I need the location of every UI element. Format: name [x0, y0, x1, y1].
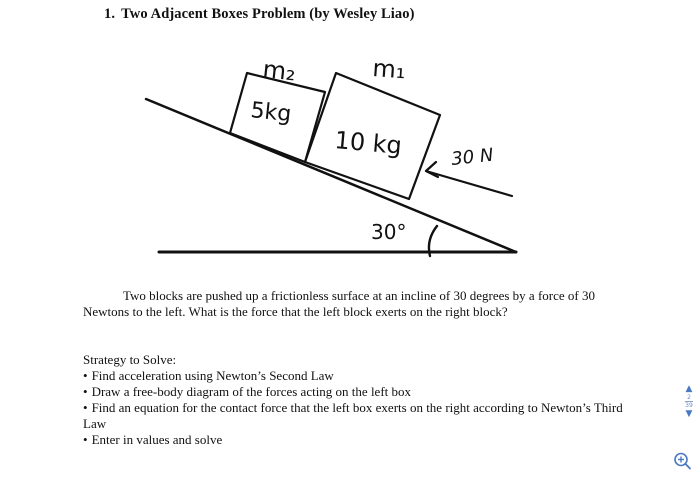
incline-diagram: m₂ m₁ 5kg 10 kg 30 N 30°	[144, 54, 518, 258]
total-pages: 39	[685, 402, 693, 409]
page-down-icon[interactable]: ▼	[685, 409, 693, 419]
bullet: •	[83, 400, 88, 415]
angle-label: 30°	[371, 220, 406, 244]
strategy-heading: Strategy to Solve:	[83, 352, 177, 367]
problem-title-text: Two Adjacent Boxes Problem (by Wesley Li…	[121, 6, 415, 22]
mass-right-label: 10 kg	[333, 126, 402, 160]
bullet: •	[83, 432, 88, 447]
strategy-step: •Enter in values and solve	[83, 432, 223, 447]
label-m1: m₁	[372, 54, 407, 84]
box-right	[303, 71, 442, 201]
strategy-list: •Find acceleration using Newton’s Second…	[83, 368, 623, 448]
problem-statement: Two blocks are pushed up a frictionless …	[83, 288, 595, 319]
box-left	[228, 71, 327, 164]
angle-arc	[427, 224, 439, 258]
current-page: 2	[687, 394, 691, 401]
zoom-in-button[interactable]	[672, 451, 694, 471]
force-arrow-line	[424, 169, 514, 198]
problem-number: 1.	[104, 6, 116, 22]
strategy-step: •Draw a free-body diagram of the forces …	[83, 384, 412, 399]
page-up-icon[interactable]: ▲	[685, 384, 693, 394]
strategy-section: Strategy to Solve: •Find acceleration us…	[83, 352, 623, 448]
strategy-step: •Find an equation for the contact force …	[83, 400, 623, 431]
bullet: •	[83, 384, 88, 399]
zoom-in-icon	[674, 452, 691, 470]
strategy-step: •Find acceleration using Newton’s Second…	[83, 368, 334, 383]
force-label: 30 N	[450, 145, 494, 170]
incline-line	[144, 97, 518, 254]
page-divider	[685, 401, 693, 402]
force-arrow-head	[424, 160, 440, 179]
page-navigator: ▲ 2 39 ▼	[679, 384, 699, 432]
mass-left-label: 5kg	[249, 98, 292, 127]
bullet: •	[83, 368, 88, 383]
problem-title: 1. Two Adjacent Boxes Problem (by Wesley …	[104, 6, 415, 23]
label-m2: m₂	[261, 55, 297, 86]
